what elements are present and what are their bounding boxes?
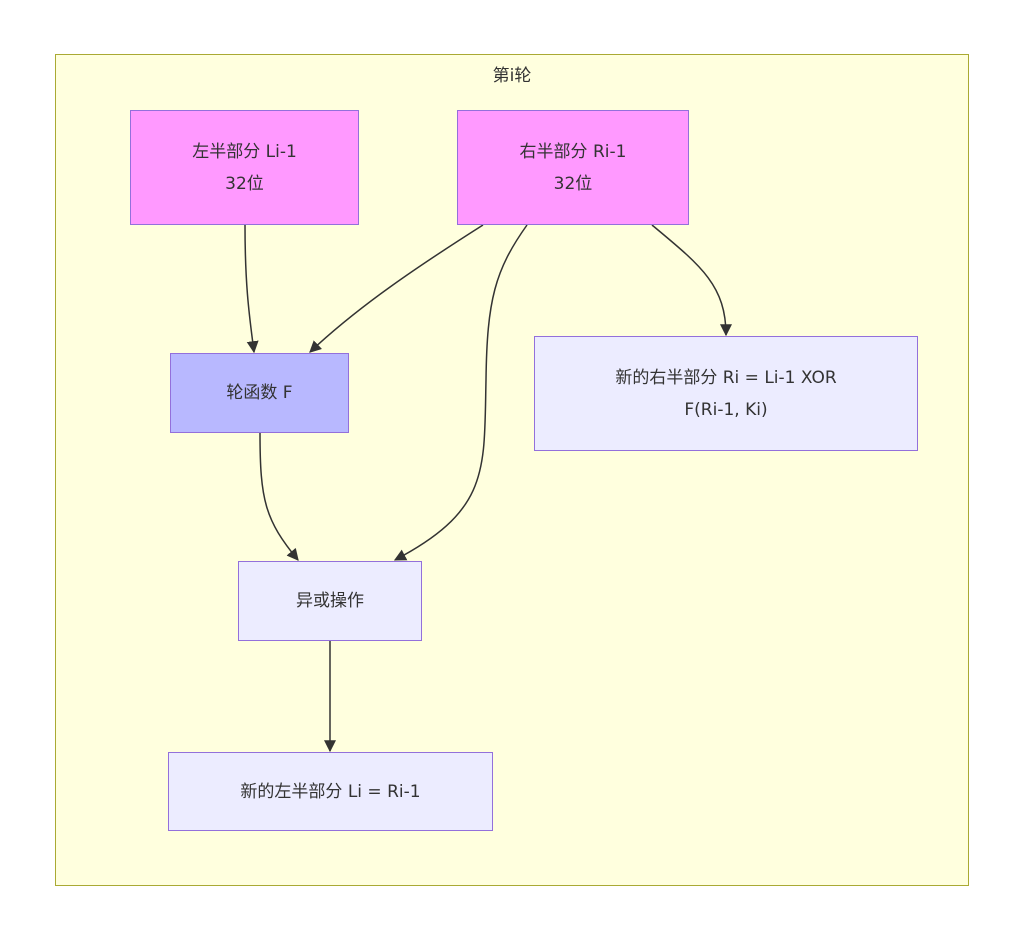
node-label: 右半部分 Ri-1	[519, 141, 627, 162]
node-label: 新的右半部分 Ri = Li-1 XOR	[615, 367, 837, 388]
edge-left-to-f	[244, 224, 259, 354]
edge-right-to-newright	[651, 224, 732, 337]
node-label: 轮函数 F	[226, 383, 293, 403]
edge-f-to-xor	[259, 432, 299, 561]
node-round-function: 轮函数 F	[170, 353, 349, 433]
node-label: 32位	[553, 173, 593, 194]
edge-right-to-f	[309, 224, 484, 353]
edge-right-to-xor	[393, 224, 528, 561]
node-label: F(Ri-1, Ki)	[684, 399, 768, 420]
node-xor: 异或操作	[238, 561, 422, 641]
node-label: 异或操作	[296, 591, 364, 611]
node-new-left: 新的左半部分 Li = Ri-1	[168, 752, 493, 831]
node-new-right: 新的右半部分 Ri = Li-1 XOR F(Ri-1, Ki)	[534, 336, 918, 451]
node-label: 新的左半部分 Li = Ri-1	[240, 781, 421, 802]
node-label: 左半部分 Li-1	[192, 141, 297, 162]
node-left-half: 左半部分 Li-1 32位	[130, 110, 359, 225]
cluster-title: 第i轮	[492, 66, 532, 86]
node-right-half: 右半部分 Ri-1 32位	[457, 110, 689, 225]
node-label: 32位	[225, 173, 264, 194]
